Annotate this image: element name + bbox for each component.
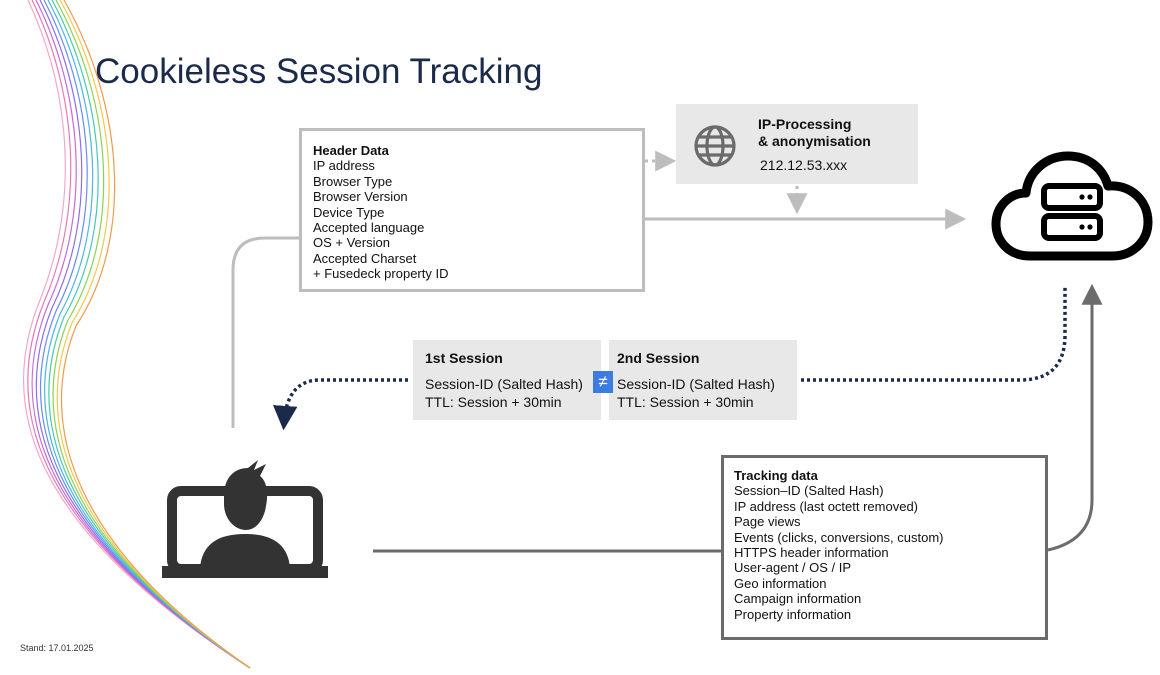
ip-processing-panel bbox=[676, 104, 918, 184]
anonymised-ip-value: 212.12.53.xxx bbox=[760, 157, 848, 173]
session-2-ttl: TTL: Session + 30min bbox=[617, 394, 754, 410]
slide-title: Cookieless Session Tracking bbox=[95, 52, 543, 91]
header-item: + Fusedeck property ID bbox=[313, 266, 449, 282]
session-1-ttl: TTL: Session + 30min bbox=[425, 394, 562, 410]
tracking-data-title: Tracking data bbox=[734, 468, 818, 483]
session-to-user-arrow bbox=[272, 378, 408, 431]
footer-date: Stand: 17.01.2025 bbox=[20, 643, 94, 653]
header-item: Accepted language bbox=[313, 220, 425, 236]
header-data-title: Header Data bbox=[313, 143, 389, 158]
tracking-item: Geo information bbox=[734, 575, 827, 591]
ip-processing-title-line1: IP-Processing bbox=[758, 116, 852, 132]
tracking-item: Campaign information bbox=[734, 591, 862, 607]
not-equal-badge: ≠ bbox=[593, 371, 613, 393]
header-data-box: Header Data IP address Browser Type Brow… bbox=[299, 128, 645, 292]
session-2-id: Session-ID (Salted Hash) bbox=[617, 376, 775, 392]
header-item: OS + Version bbox=[313, 235, 390, 251]
tracking-item: IP address (last octett removed) bbox=[734, 498, 919, 514]
session-2-panel: 2nd Session Session-ID (Salted Hash) TTL… bbox=[609, 340, 797, 420]
tracking-data-box: Tracking data Session–ID (Salted Hash) I… bbox=[721, 455, 1048, 640]
cloud-server-icon bbox=[991, 151, 1153, 261]
session-1-panel: 1st Session Session-ID (Salted Hash) TTL… bbox=[413, 340, 601, 420]
session-1-title: 1st Session bbox=[425, 350, 503, 366]
tracking-item: Property information bbox=[734, 606, 852, 622]
session-1-id: Session-ID (Salted Hash) bbox=[425, 376, 583, 392]
ip-processing-title: IP-Processing & anonymisation bbox=[758, 116, 871, 150]
tracking-item: Events (clicks, conversions, custom) bbox=[734, 529, 944, 545]
tracking-item: User-agent / OS / IP bbox=[734, 560, 852, 576]
tracking-item: Session–ID (Salted Hash) bbox=[734, 483, 884, 499]
header-item: IP address bbox=[313, 158, 375, 174]
tracking-item: HTTPS header information bbox=[734, 545, 889, 561]
ip-processing-title-line2: & anonymisation bbox=[758, 133, 871, 149]
header-item: Accepted Charset bbox=[313, 250, 417, 266]
session-2-title: 2nd Session bbox=[617, 350, 700, 366]
tracking-item: Page views bbox=[734, 514, 801, 530]
header-item: Device Type bbox=[313, 204, 385, 220]
tracking-to-cloud-arrow bbox=[1047, 283, 1103, 552]
header-item: Browser Version bbox=[313, 189, 408, 205]
user-at-computer-icon bbox=[162, 460, 328, 578]
session-to-cloud-line bbox=[801, 285, 1067, 382]
header-item: Browser Type bbox=[313, 173, 393, 189]
globe-icon bbox=[694, 125, 736, 167]
user-to-header-line bbox=[231, 236, 300, 428]
decorative-swirl bbox=[23, 0, 251, 669]
